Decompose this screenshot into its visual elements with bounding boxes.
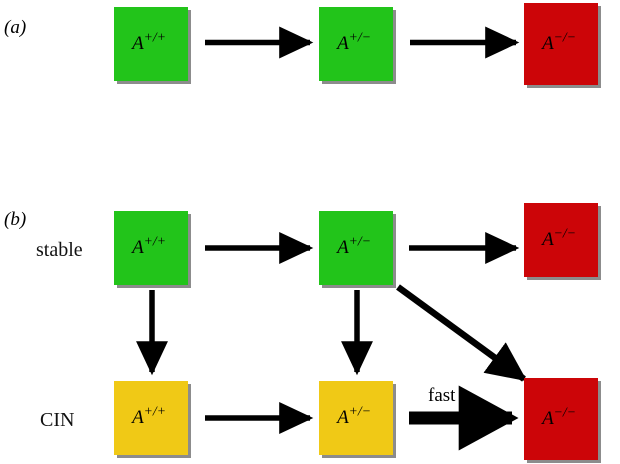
panel-label-a: (a) <box>4 17 27 38</box>
node-b-stable-heterozygous-label: A+/− <box>337 233 371 258</box>
node-b-stable-wild-type: A+/+ <box>114 211 188 285</box>
node-b-stable-wild-type-label: A+/+ <box>132 233 166 258</box>
node-a-null: A−/− <box>524 3 598 85</box>
node-b-cin-heterozygous-label: A+/− <box>337 403 371 428</box>
node-b-cin-heterozygous: A+/− <box>319 381 393 455</box>
node-b-stable-null-label: A−/− <box>542 225 576 250</box>
row-label-stable: stable <box>36 239 83 261</box>
node-a-heterozygous: A+/− <box>319 7 393 81</box>
panel-label-b: (b) <box>4 209 27 230</box>
node-b-cin-null-label: A−/− <box>542 404 576 429</box>
node-a-wild-type-label: A+/+ <box>132 29 166 54</box>
edge-label-fast: fast <box>428 385 456 406</box>
arrow-b-diagonal-het-to-null <box>396 284 528 382</box>
node-a-wild-type: A+/+ <box>114 7 188 81</box>
node-a-heterozygous-label: A+/− <box>337 29 371 54</box>
node-b-cin-null: A−/− <box>524 378 598 460</box>
node-b-stable-heterozygous: A+/− <box>319 211 393 285</box>
node-b-cin-wild-type-label: A+/+ <box>132 403 166 428</box>
node-b-stable-null: A−/− <box>524 203 598 277</box>
node-a-null-label: A−/− <box>542 29 576 54</box>
row-label-cin: CIN <box>40 409 75 431</box>
node-b-cin-wild-type: A+/+ <box>114 381 188 455</box>
